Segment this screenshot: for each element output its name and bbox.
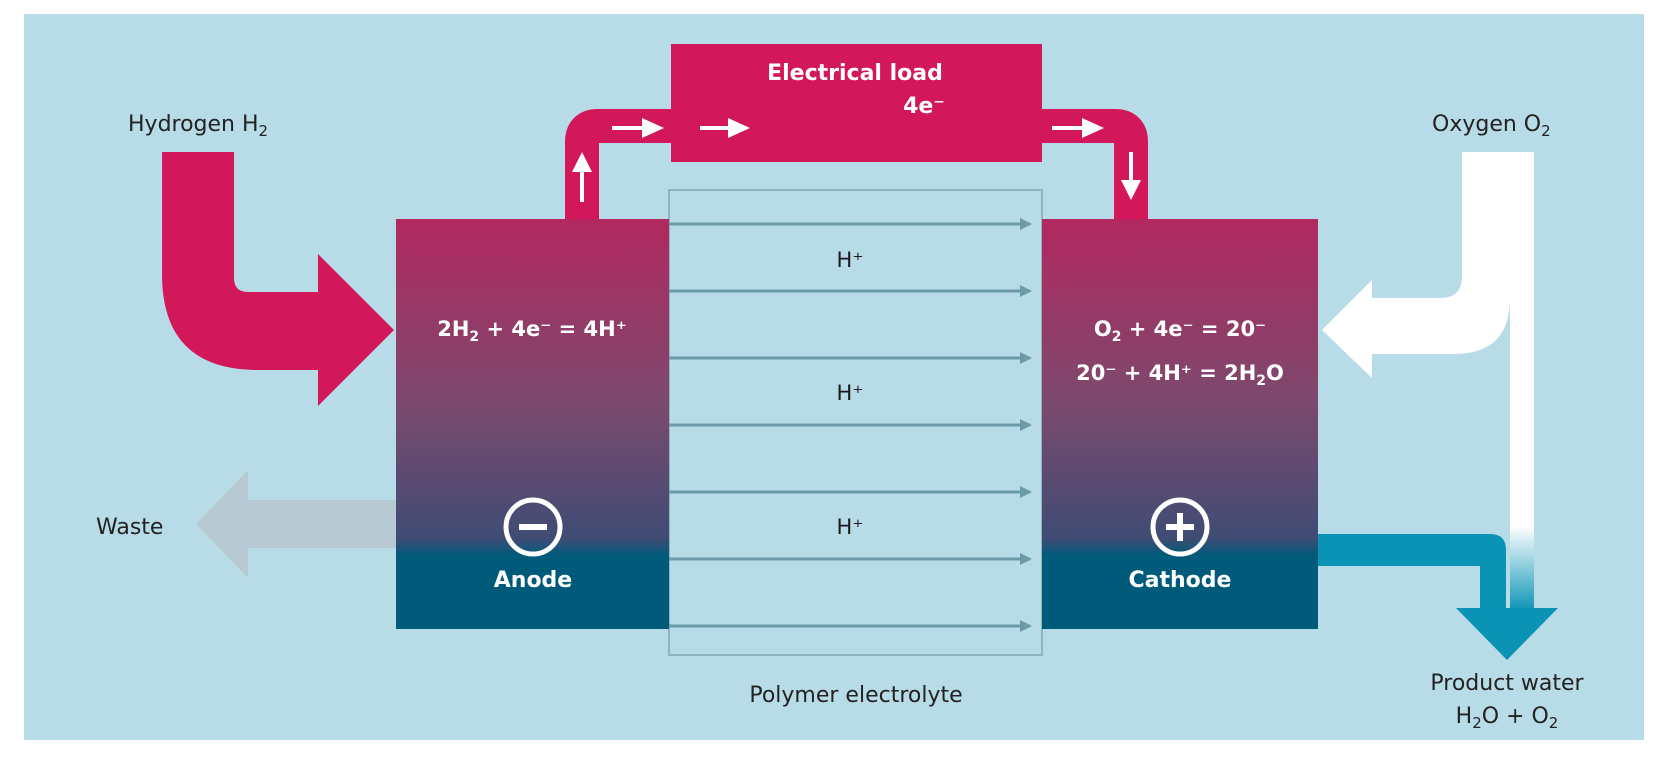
plus-icon [1150,497,1210,557]
electrical-load-title: Electrical load [767,61,943,86]
proton-label: H⁺ [837,515,864,539]
arrow-up-icon [572,152,592,202]
arrow-right-icon [700,118,750,138]
anode-label: Anode [494,568,572,593]
product-water-label: Product water [1430,671,1584,696]
waste-label: Waste [96,515,163,540]
anode-equation: 2H2 + 4e⁻ = 4H⁺ [437,317,627,345]
proton-flow-arrows [669,218,1032,632]
water-outlet-pipe [1318,534,1506,610]
water-fade-segment [1510,526,1534,612]
polymer-electrolyte-label: Polymer electrolyte [749,683,962,708]
proton-label: H⁺ [837,381,864,405]
arrow-right-icon [1052,118,1104,138]
minus-icon [503,497,563,557]
electrolyte-membrane [668,189,1043,656]
cathode-equation-2: 20⁻ + 4H⁺ = 2H2O [1076,361,1284,389]
oxygen-inlet-arrow [1322,152,1534,554]
product-water-formula: H2O + O2 [1456,704,1559,732]
cathode-block [1042,219,1318,629]
electrical-load-box [671,44,1042,162]
product-water-arrow [1456,608,1558,660]
cathode-label: Cathode [1129,568,1232,593]
hydrogen-inlet-arrow [162,152,394,406]
electron-arrows [572,118,1141,202]
cathode-equation-1: O2 + 4e⁻ = 20⁻ [1094,317,1266,345]
arrow-right-icon [612,118,664,138]
proton-label: H⁺ [837,248,864,272]
oxygen-label: Oxygen O2 [1432,112,1551,140]
arrow-down-icon [1121,152,1141,200]
hydrogen-label: Hydrogen H2 [128,112,268,140]
anode-block [396,219,669,629]
electron-count: 4e⁻ [903,94,945,119]
waste-outlet-arrow [196,470,396,578]
